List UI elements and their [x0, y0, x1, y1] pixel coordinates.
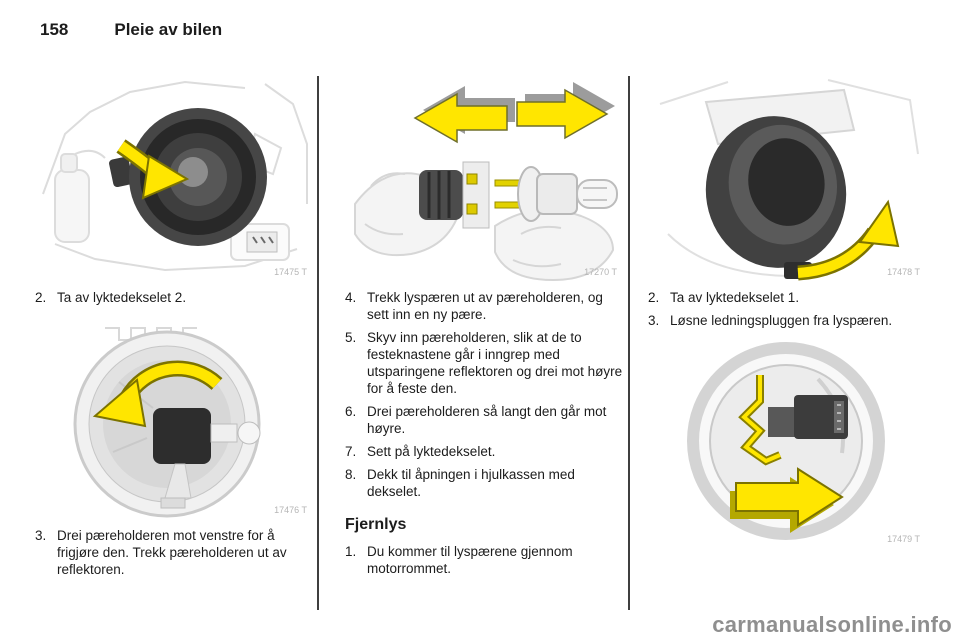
page-header: 158 Pleie av bilen [40, 20, 222, 40]
step-item: 2. Ta av lyktedekselet 2. [35, 289, 315, 306]
step-number: 5. [345, 330, 357, 345]
figure-label: 17270 T [584, 267, 617, 277]
step-text: Trekk lyspæren ut av pæreholderen, og se… [367, 290, 603, 322]
step-text: Ta av lyktedekselet 1. [670, 290, 800, 305]
page-content: 17475 T 2. Ta av lyktedekselet 2. [35, 74, 928, 610]
step-text: Sett på lyktedekselet. [367, 444, 496, 459]
step-number: 8. [345, 467, 357, 482]
page-number: 158 [40, 20, 69, 39]
connector-detail [246, 231, 278, 253]
step-text: Drei pæreholderen så langt den går mot h… [367, 404, 607, 436]
step-text: Dekk til åpningen i hjulkassen med dekse… [367, 467, 575, 499]
retaining-clip-highlight [738, 375, 782, 466]
figure-connector-unplug: 17479 T [648, 341, 928, 548]
pull-out-arrow-icon [730, 467, 844, 533]
step-text: Drei pæreholderen mot venstre for å frig… [57, 528, 287, 577]
connector-unplug-illustration: 17479 T [687, 342, 920, 544]
step-text: Ta av lyktedekselet 2. [57, 290, 187, 305]
step-item: 3. Løsne ledningspluggen fra lyspæren. [648, 312, 928, 329]
high-beam-cover-illustration: 17478 T [659, 79, 920, 281]
pull-right-arrow-icon [516, 82, 615, 140]
step-item: 7. Sett på lyktedekselet. [345, 443, 625, 460]
step-item: 4. Trekk lyspæren ut av pæreholderen, og… [345, 289, 625, 323]
watermark: carmanualsonline.info [712, 612, 952, 637]
step-text: Løsne ledningspluggen fra lyspæren. [670, 313, 893, 328]
step-item: 1. Du kommer til lyspærene gjennom motor… [345, 543, 625, 577]
figure-headlight-cover-engine-bay: 17475 T [35, 74, 315, 281]
figure-high-beam-cover: 17478 T [648, 74, 928, 281]
column-separator [628, 76, 630, 610]
step-number: 2. [35, 290, 47, 305]
step-number: 3. [648, 313, 660, 328]
wiring-plug [768, 395, 848, 439]
figure-label: 17478 T [887, 267, 920, 277]
bulb-holder-illustration: 17476 T [73, 327, 307, 518]
halogen-bulb [494, 166, 618, 222]
rotate-left-arrow-icon [92, 360, 223, 428]
figure-label: 17475 T [274, 267, 307, 277]
step-item: 3. Drei pæreholderen mot venstre for å f… [35, 527, 315, 578]
figure-bulb-replacement-hands: 17270 T [345, 74, 625, 281]
column-separator [317, 76, 319, 610]
headlight-cover-illustration: 17475 T [42, 80, 308, 277]
round-headlight-cover [705, 116, 847, 268]
rotate-open-arrow-icon [797, 199, 900, 281]
step-item: 5. Skyv inn pæreholderen, slik at de to … [345, 329, 625, 397]
section-heading-fjernlys: Fjernlys [345, 516, 407, 533]
bulb-socket [419, 161, 490, 229]
step-number: 2. [648, 290, 660, 305]
step-item: 6. Drei pæreholderen så langt den går mo… [345, 403, 625, 437]
figure-label: 17479 T [887, 534, 920, 544]
step-number: 3. [35, 528, 47, 543]
step-number: 6. [345, 404, 357, 419]
step-number: 1. [345, 544, 357, 559]
column-right: 17478 T 2. Ta av lyktedekselet 1. 3. Løs… [648, 74, 928, 556]
step-item: 8. Dekk til åpningen i hjulkassen med de… [345, 466, 625, 500]
column-left: 17475 T 2. Ta av lyktedekselet 2. [35, 74, 315, 584]
step-text: Du kommer til lyspærene gjennom motorrom… [367, 544, 573, 576]
steps-block: 4. Trekk lyspæren ut av pæreholderen, og… [345, 289, 625, 500]
step-number: 4. [345, 290, 357, 305]
step-text: Skyv inn pæreholderen, slik at de to fes… [367, 330, 623, 396]
rotate-arrow-icon [116, 139, 190, 200]
bulb-replacement-illustration: 17270 T [354, 82, 618, 281]
figure-label: 17476 T [274, 505, 307, 515]
column-middle: 17270 T 4. Trekk lyspæren ut av pærehold… [345, 74, 625, 583]
page-title: Pleie av bilen [114, 20, 223, 39]
step-item: 2. Ta av lyktedekselet 1. [648, 289, 928, 306]
round-headlight-cover [109, 108, 267, 246]
figure-bulb-holder-rotate: 17476 T [35, 312, 315, 519]
bulb-holder [153, 408, 261, 509]
engine-bay-sketch [659, 79, 919, 277]
pull-left-arrow-icon [413, 86, 515, 144]
step-number: 7. [345, 444, 357, 459]
